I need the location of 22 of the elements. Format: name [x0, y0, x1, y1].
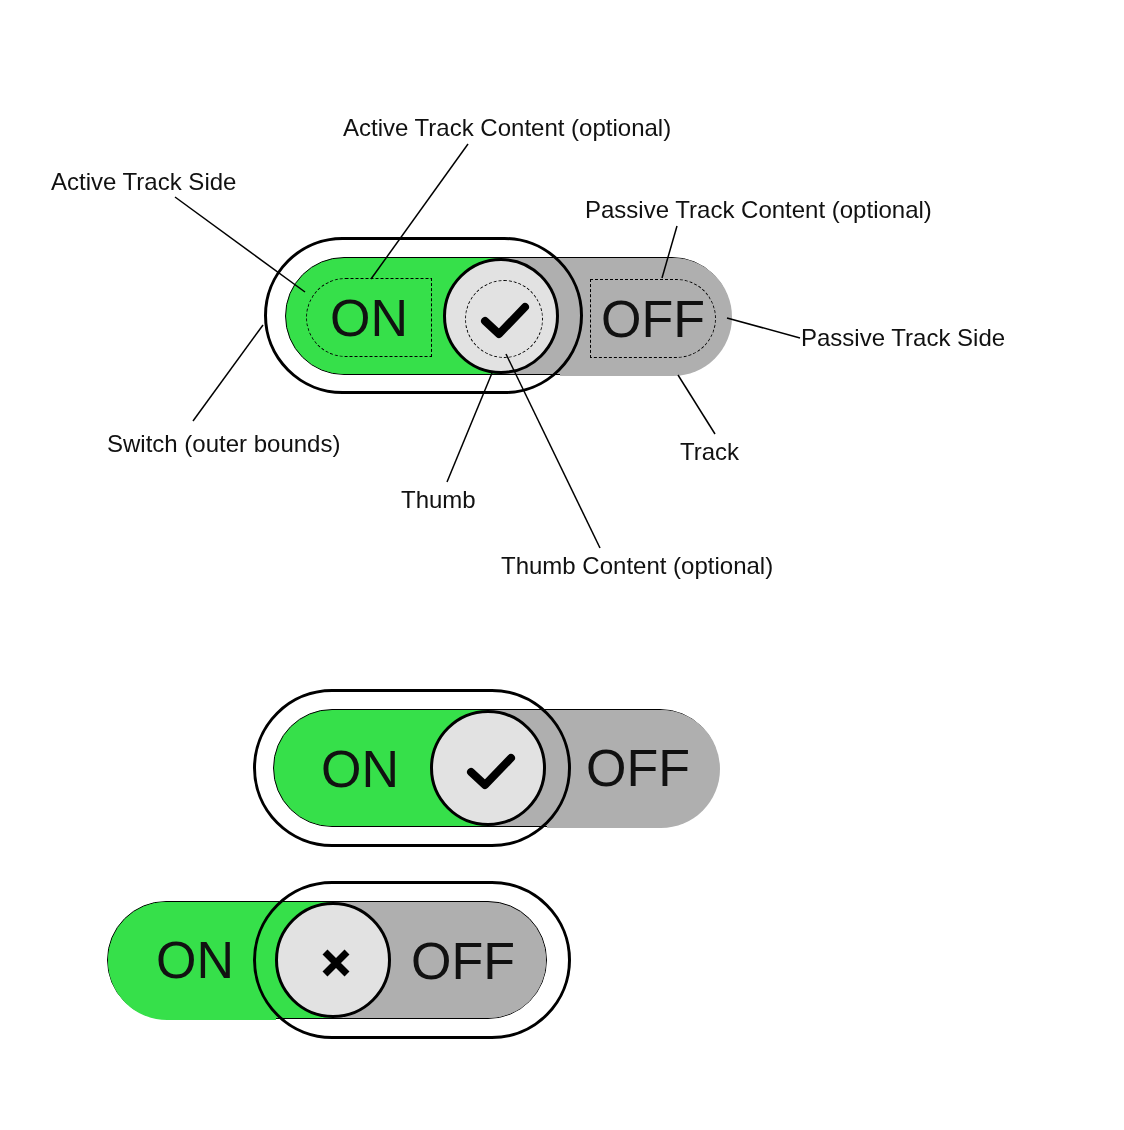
callout-label: Thumb Content (optional) [501, 551, 774, 581]
track-text: OFF [411, 930, 515, 991]
callout-label: Passive Track Side [801, 323, 1006, 353]
leader-line [505, 353, 601, 549]
callout-label: Active Track Side [51, 167, 237, 197]
track-text: OFF [601, 288, 705, 349]
callout-label: Track [680, 437, 740, 467]
callout-label: Switch (outer bounds) [107, 429, 341, 459]
leader-line [370, 143, 469, 280]
leader-line [726, 317, 801, 339]
callout-label: Passive Track Content (optional) [585, 195, 932, 225]
track-text: ON [321, 738, 399, 799]
leader-line [174, 196, 306, 293]
leader-line [661, 225, 678, 279]
leader-line [446, 372, 493, 483]
track-text: ON [330, 287, 408, 348]
leader-line [677, 374, 716, 435]
callout-label: Active Track Content (optional) [343, 113, 672, 143]
track-text: ON [156, 930, 234, 990]
track-text: OFF [586, 738, 690, 798]
callout-label: Thumb [401, 485, 476, 515]
leader-line [192, 324, 264, 422]
